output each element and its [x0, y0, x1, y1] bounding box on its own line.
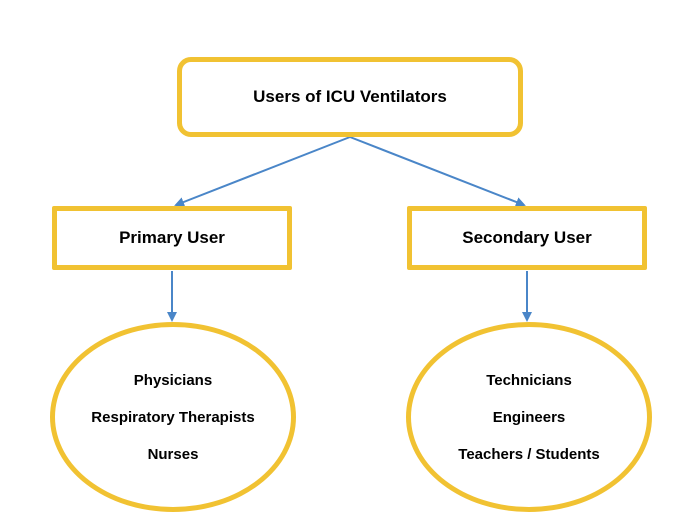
secondary-users-ellipse: Technicians Engineers Teachers / Student…	[406, 322, 652, 512]
secondary-user-item: Teachers / Students	[458, 445, 600, 463]
primary-user-item: Nurses	[147, 445, 199, 463]
primary-user-item: Physicians	[133, 371, 213, 389]
primary-user-node: Primary User	[52, 206, 292, 270]
root-label: Users of ICU Ventilators	[253, 87, 447, 106]
secondary-user-node: Secondary User	[407, 206, 647, 270]
arrow-root-to-primary	[174, 136, 351, 207]
primary-user-item: Respiratory Therapists	[91, 408, 255, 426]
primary-user-label: Primary User	[119, 228, 225, 247]
arrow-root-to-secondary	[349, 136, 526, 207]
secondary-user-item: Engineers	[492, 408, 566, 426]
root-node: Users of ICU Ventilators	[177, 57, 523, 137]
secondary-user-item: Technicians	[486, 371, 572, 389]
secondary-user-label: Secondary User	[462, 228, 592, 247]
primary-users-ellipse: Physicians Respiratory Therapists Nurses	[50, 322, 296, 512]
